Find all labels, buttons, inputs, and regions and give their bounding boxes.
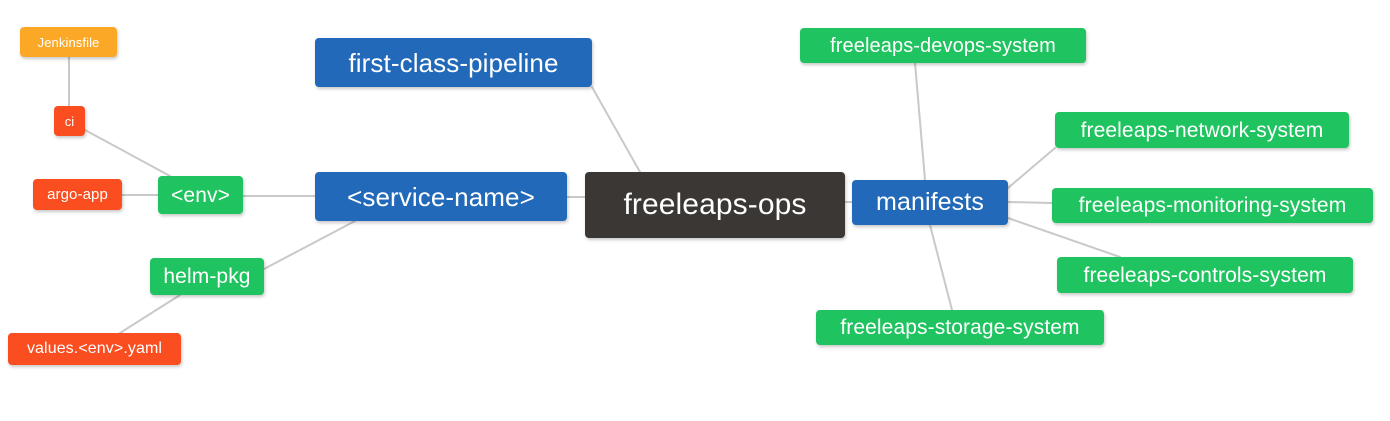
edge-manifests-to-freeleaps-controls-system [1007, 217, 1121, 258]
node-freeleaps-storage-system[interactable]: freeleaps-storage-system [816, 310, 1104, 345]
node-ci[interactable]: ci [54, 106, 85, 136]
node-label-freeleaps-network-system: freeleaps-network-system [1080, 118, 1324, 142]
node-freeleaps-monitoring-system[interactable]: freeleaps-monitoring-system [1052, 188, 1373, 223]
node-freeleaps-devops-system[interactable]: freeleaps-devops-system [800, 28, 1086, 63]
node-label-helm-pkg: helm-pkg [163, 265, 251, 288]
node-root[interactable]: freeleaps-ops [585, 172, 845, 238]
node-label-service-name: <service-name> [347, 181, 535, 212]
node-label-values-env-yaml: values.<env>.yaml [26, 340, 163, 357]
node-freeleaps-network-system[interactable]: freeleaps-network-system [1055, 112, 1349, 148]
node-label-argo-app: argo-app [47, 186, 108, 203]
node-env[interactable]: <env> [158, 176, 243, 214]
node-label-freeleaps-storage-system: freeleaps-storage-system [840, 316, 1080, 339]
node-helm-pkg[interactable]: helm-pkg [150, 258, 264, 295]
edge-manifests-to-freeleaps-network-system [1007, 147, 1056, 189]
edge-root-to-first-class-pipeline [591, 86, 641, 173]
node-values-env-yaml[interactable]: values.<env>.yaml [8, 333, 181, 365]
node-label-freeleaps-devops-system: freeleaps-devops-system [830, 34, 1056, 57]
node-label-root: freeleaps-ops [623, 188, 807, 221]
node-label-first-class-pipeline: first-class-pipeline [348, 47, 559, 78]
node-label-manifests: manifests [876, 188, 984, 216]
node-first-class-pipeline[interactable]: first-class-pipeline [315, 38, 592, 87]
node-freeleaps-controls-system[interactable]: freeleaps-controls-system [1057, 257, 1353, 293]
node-service-name[interactable]: <service-name> [315, 172, 567, 221]
node-manifests[interactable]: manifests [852, 180, 1008, 225]
edge-manifests-to-freeleaps-monitoring-system [1007, 201, 1053, 204]
edge-helm-pkg-to-values-env-yaml [119, 294, 181, 334]
edge-env-to-ci [84, 129, 171, 177]
node-jenkinsfile[interactable]: Jenkinsfile [20, 27, 117, 57]
node-label-freeleaps-monitoring-system: freeleaps-monitoring-system [1078, 194, 1347, 217]
node-label-jenkinsfile: Jenkinsfile [37, 34, 100, 50]
node-label-freeleaps-controls-system: freeleaps-controls-system [1083, 263, 1327, 287]
edge-service-name-to-helm-pkg [263, 220, 356, 270]
node-argo-app[interactable]: argo-app [33, 179, 122, 210]
edge-manifests-to-freeleaps-devops-system [914, 62, 926, 181]
node-label-ci: ci [64, 113, 75, 129]
edge-manifests-to-freeleaps-storage-system [929, 224, 953, 311]
node-label-env: <env> [171, 183, 230, 207]
